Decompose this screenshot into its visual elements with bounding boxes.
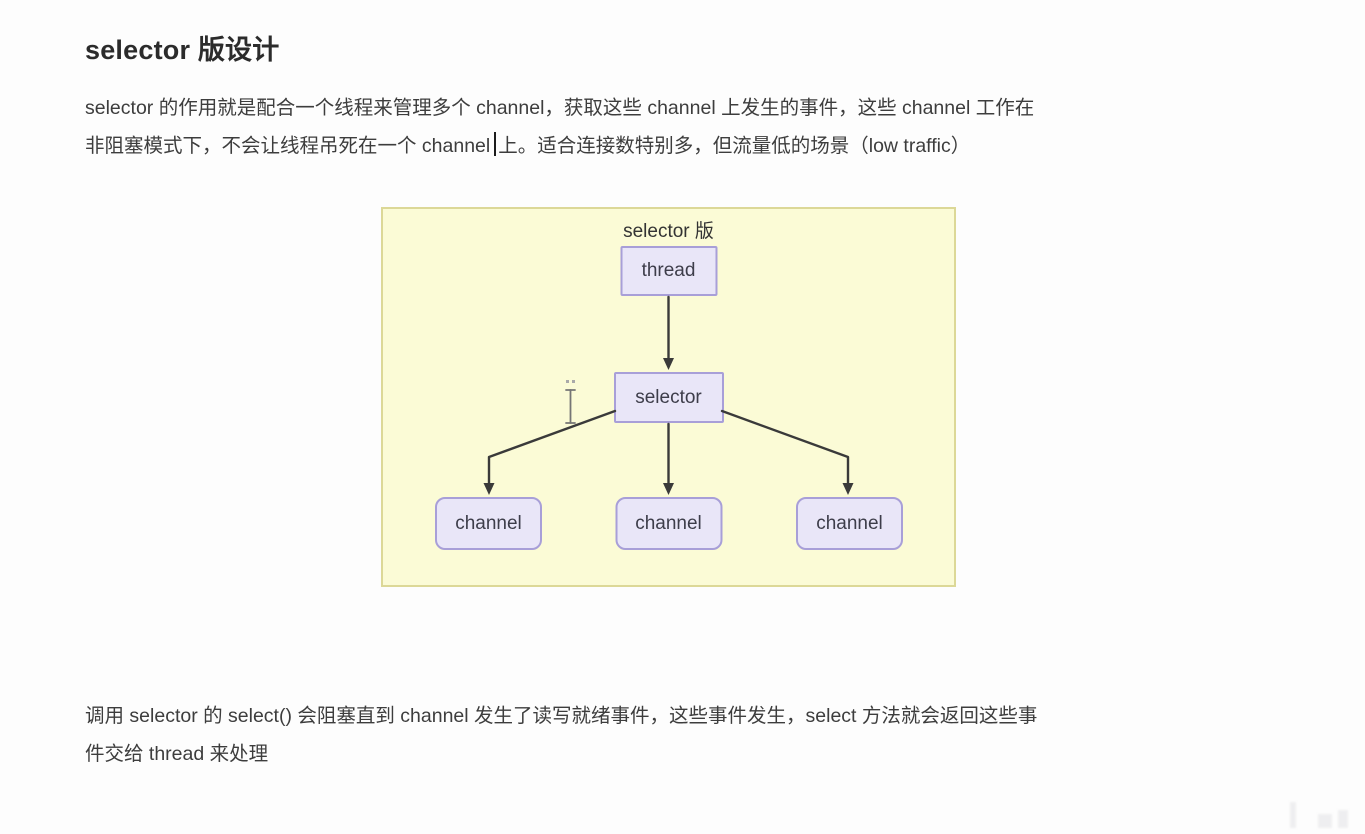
node-thread: thread [620,246,717,296]
arrowhead-icon [842,483,854,495]
text-caret [494,132,497,156]
paragraph-intro[interactable]: selector 的作用就是配合一个线程来管理多个 channel，获取这些 c… [85,89,1295,165]
ibeam-strokes [565,389,576,424]
page-title[interactable]: selector 版设计 [85,35,280,65]
node-selector: selector [613,372,724,423]
watermark-smudge [1286,798,1361,834]
watermark-mark [1290,802,1296,828]
node-channel-1: channel [435,497,542,550]
watermark-mark [1318,814,1332,828]
arrowhead-icon [663,483,674,495]
intro-line-2-before: 非阻塞模式下，不会让线程吊死在一个 channel [85,135,491,157]
watermark-mark [1338,810,1348,828]
node-channel-3: channel [796,497,903,550]
diagram-title: selector 版 [623,221,714,242]
intro-line-2: 非阻塞模式下，不会让线程吊死在一个 channel 上。适合连接数特别多，但流量低… [85,132,971,157]
selector-diagram-panel[interactable]: selector 版 thread selector channel chann… [381,207,956,587]
paragraph-select-behavior[interactable]: 调用 selector 的 select() 会阻塞直到 channel 发生了… [85,697,1295,773]
arrow-selector-to-channel-1 [487,409,617,487]
arrowhead-icon [483,483,495,495]
outro-line-2: 件交给 thread 来处理 [85,743,269,765]
intro-line-1: selector 的作用就是配合一个线程来管理多个 channel，获取这些 c… [85,97,1035,119]
node-channel-2: channel [615,497,722,550]
arrowhead-icon [663,358,674,370]
outro-line-1: 调用 selector 的 select() 会阻塞直到 channel 发生了… [85,705,1038,727]
ibeam-dots [566,380,575,383]
intro-line-2-after: 上。适合连接数特别多，但流量低的场景（low traffic） [498,135,971,157]
arrow-selector-to-channel-3 [720,409,850,487]
